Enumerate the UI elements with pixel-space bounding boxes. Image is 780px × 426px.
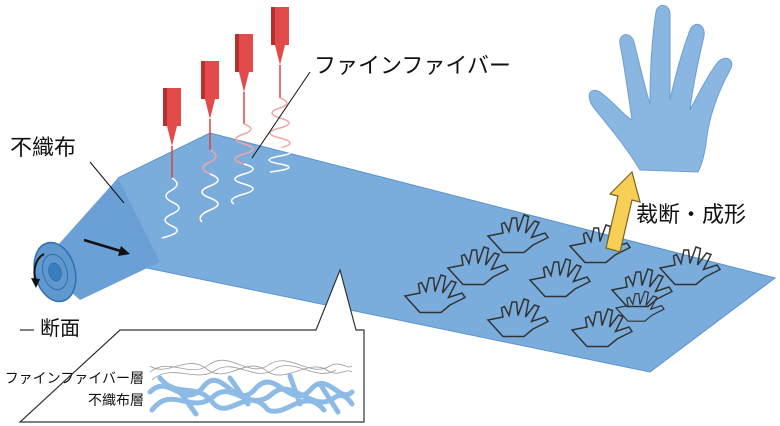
fine-fiber-label: ファインファイバー xyxy=(314,54,511,79)
hand-glove-icon xyxy=(588,5,733,173)
up-arrow-icon xyxy=(605,170,641,253)
fine-fiber-strands xyxy=(161,97,292,239)
cut-form-label: 裁断・成形 xyxy=(636,203,747,228)
fine-fiber-layer-strands xyxy=(149,359,353,381)
feed-arrow-icon xyxy=(83,238,125,254)
spray-nozzle-icon xyxy=(163,7,289,178)
nonwoven-label: 不織布 xyxy=(10,136,77,161)
nonwoven-layer-strands xyxy=(147,373,355,417)
cross-section-label: 断面 xyxy=(34,318,86,338)
nonwoven-leader xyxy=(89,161,125,204)
fine-fiber-layer-label: ファインファイバー層 xyxy=(4,371,144,387)
nonwoven-layer-label: 不織布層 xyxy=(88,393,144,409)
rotation-arrowhead xyxy=(31,278,40,288)
fine-fiber-leader xyxy=(251,71,311,159)
feed-arrowhead xyxy=(118,246,130,256)
